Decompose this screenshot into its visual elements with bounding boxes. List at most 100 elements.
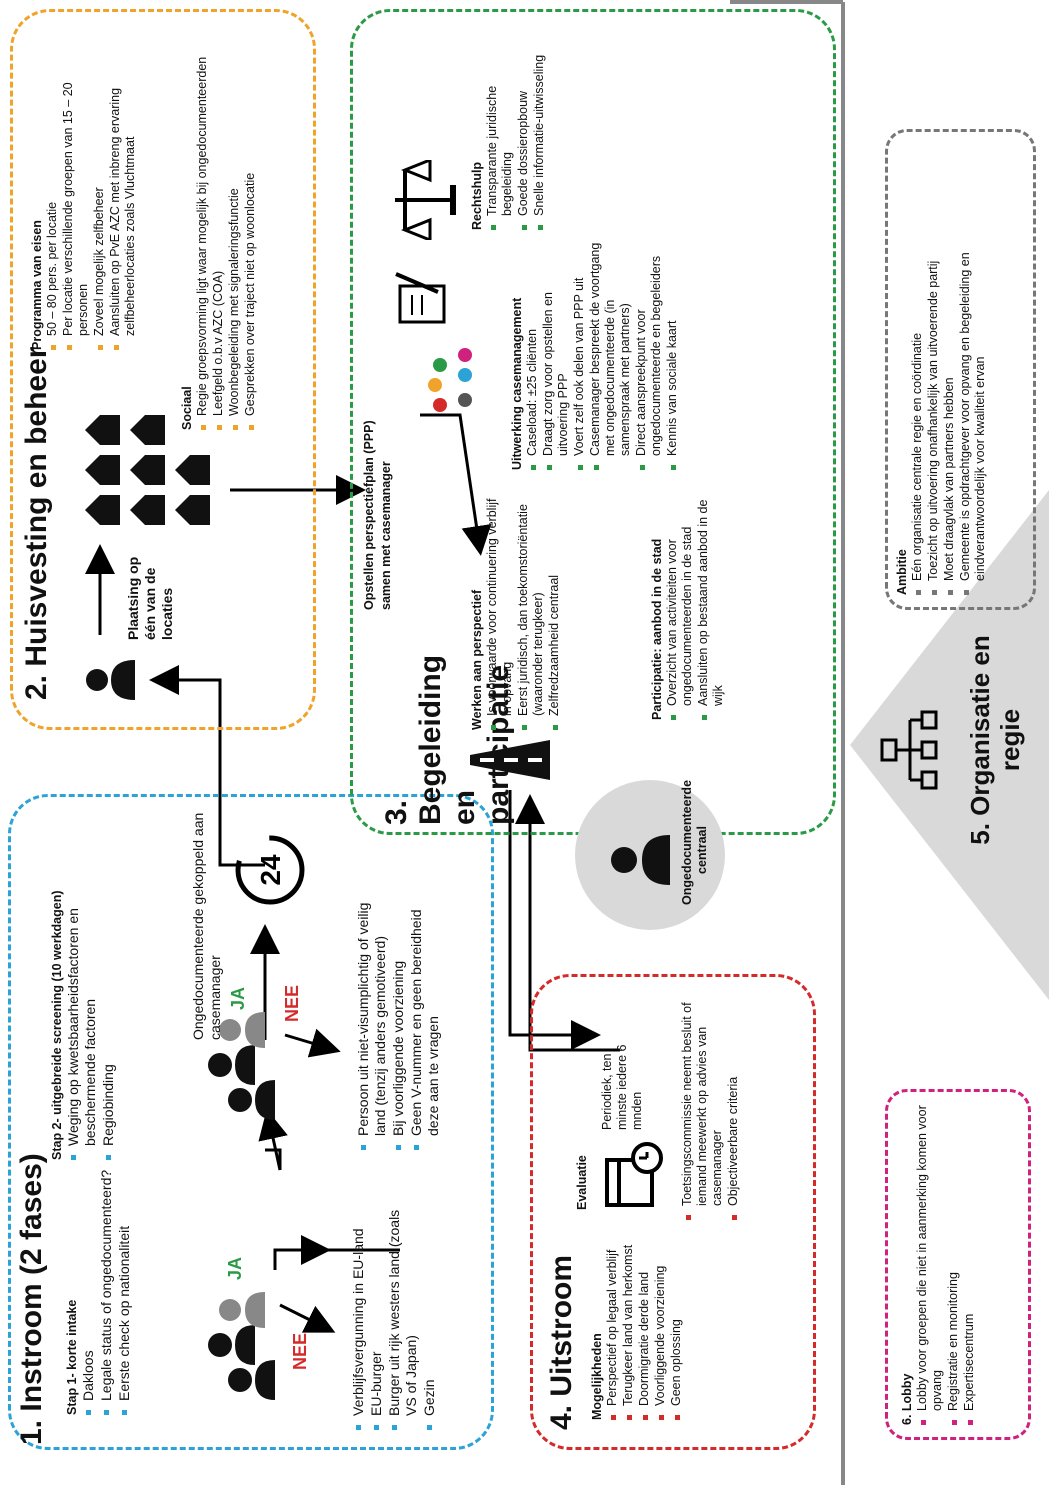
list-item: Gesprekken over traject niet op woonloca… [243,30,258,430]
person-icon [86,660,135,700]
amb-title: Ambitie [895,549,909,595]
list-item: Transparante juridische begeleiding [485,30,515,230]
list-item: Woonbegeleiding met signaleringsfunctie [227,30,242,430]
list-item: Moet draagvlak van partners hebben [942,145,957,595]
list-item: Casemanager bespreekt de voortgang met o… [588,240,633,470]
nee2-list: Persoon uit niet-visumplichtig of veilig… [355,890,442,1150]
list-item: Snelle informatie-uitwisseling [532,30,547,230]
calendar-clock-icon [605,1142,663,1207]
placement-text: Plaatsing op één van de locaties [125,556,175,640]
particip-title: Participatie: aanbod in de stad [650,538,664,720]
list-item: Direct aanspreekpunt voor ongedocumentee… [634,240,664,470]
uitstroom-title: 4. Uitstroom [545,1254,578,1430]
svg-text:24: 24 [255,854,286,886]
list-item: Doormigratie derde land [637,1220,652,1420]
scales-icon [395,160,456,240]
list-item: Registratie en monitoring [946,1105,961,1425]
step1-title: Stap 1- korte intake [65,1299,79,1415]
list-item: Geen V-nummer en geen bereidheid deze aa… [408,890,442,1150]
list-item: Leefgeld o.b.v AZC (COA) [211,30,226,430]
list-item: Voorliggende voorziening [653,1220,668,1420]
list-item: Zoveel mogelijk zelfbeheer [92,30,107,350]
ja-label-1: JA [225,1256,245,1280]
list-item: 50 – 80 pers. per locatie [45,30,60,350]
list-item: Is voorwaarde voor continuering verblijf… [485,490,515,730]
list-item: Per locatie verschillende groepen van 15… [61,30,91,350]
list-item: Objectiveerbare criteria [726,1000,741,1220]
person-icon [611,835,670,885]
organisatie-title: 5. Organisatie en regie [965,635,1025,845]
ppp-title: Opstellen perspectiefplan (PPP) samen me… [362,420,393,610]
step2-title: Stap 2- uitgebreide screening (10 werkda… [50,890,64,1160]
list-item: Legale status of ongedocumenteerd? [98,1115,115,1415]
legal-title: Rechtshulp [470,161,484,230]
list-item: Burger uit rijk westers land (zoals VS o… [386,1190,420,1430]
outer-frame-line [730,0,845,1485]
lobby-list: Lobby voor groepen die niet in aanmerkin… [915,1105,977,1425]
list-item: Gemeente is opdrachtgever voor opvang en… [958,145,988,595]
list-item: Regie groepsvorming ligt waar mogelijk b… [195,30,210,430]
central-label: Ongedocumenteerde centraal [680,779,709,905]
list-item: Expertisecentrum [962,1105,977,1425]
eval-title: Evaluatie [575,1155,589,1210]
organisatie-triangle [850,490,1049,1000]
list-item: Toetsingscommissie neemt besluit of iema… [680,1000,725,1220]
huisvesting-title: 2. Huisvesting en beheer [20,346,53,700]
list-item: Goede dossieropbouw [516,30,531,230]
road-icon [470,740,550,780]
social-list: Regie groepsvorming ligt waar mogelijk b… [195,30,258,430]
ja-label-2: JA [228,986,248,1010]
amb-list: Eén organisatie centrale regie en coördi… [910,145,988,595]
instroom-title: 1. Instroom (2 fases) [15,1153,48,1445]
list-item: Gezin [421,1190,438,1430]
document-pen-icon [395,272,446,324]
nee-label-2: NEE [282,984,302,1022]
options-list: Perspectief op legaal verblijf Terugkeer… [605,1220,684,1420]
particip-list: Overzicht van activiteiten voor ongedocu… [665,490,726,720]
clock-24-icon: 24 [235,835,305,905]
list-item: Draagt zorg voor opstellen en uitvoering… [541,240,571,470]
step2-list: Weging op kwetsbaarheidsfactoren en besc… [65,820,117,1160]
nee1-list: Verblijfsvergunning in EU-land EU-burger… [350,1190,438,1430]
person-group-icon [208,1012,275,1120]
list-item: Caseload: ±25 cliënten [525,240,540,470]
nee-label-1: NEE [290,1332,310,1370]
list-item: Perspectief op legaal verblijf [605,1220,620,1420]
list-item: Eerst juridisch, dan toekomstoriëntatie … [516,490,546,730]
list-item: Aansluiten op bestaand aanbod in de wijk [696,490,726,720]
list-item: EU-burger [368,1190,385,1430]
linked-text: Ongedocumenteerde gekoppeld aan casemana… [190,812,223,1040]
person-group-icon [208,1292,275,1400]
list-item: Kennis van sociale kaart [665,240,680,470]
list-item: Dakloos [80,1115,97,1415]
list-item: Verblijfsvergunning in EU-land [350,1190,367,1430]
list-item: Voert zelf ook delen van PPP uit [572,240,587,470]
org-chart-icon [880,710,938,790]
houses-icon [85,415,210,525]
options-title: Mogelijkheden [590,1333,604,1420]
list-item: Aansluiten op PvE AZC met inbreng ervari… [108,30,138,350]
list-item: Zelfredzaamheid centraal [547,490,562,730]
case-title: Uitwerking casemanagement [510,297,524,470]
list-item: Eerste check op nationaliteit [116,1115,133,1415]
legal-list: Transparante juridische begeleiding Goed… [485,30,547,230]
list-item: Lobby voor groepen die niet in aanmerkin… [915,1105,945,1425]
list-item: Terugkeer land van herkomst [621,1220,636,1420]
social-title: Sociaal [180,386,194,430]
list-item: Toezicht op uitvoering onafhankelijk van… [926,145,941,595]
list-item: Regiobinding [100,820,117,1160]
req-list: 50 – 80 pers. per locatie Per locatie ve… [45,30,138,350]
case-list: Caseload: ±25 cliënten Draagt zorg voor … [525,240,680,470]
list-item: Weging op kwetsbaarheidsfactoren en besc… [65,820,99,1160]
list-item: Persoon uit niet-visumplichtig of veilig… [355,890,389,1150]
periodic-text: Periodiek, ten minste iedere 6 mnden [600,1044,644,1130]
persp-title: Werken aan perspectief [470,589,484,730]
eval-list: Toetsingscommissie neemt besluit of iema… [680,1000,741,1220]
persp-list: Is voorwaarde voor continuering verblijf… [485,490,562,730]
list-item: Eén organisatie centrale regie en coördi… [910,145,925,595]
list-item: Overzicht van activiteiten voor ongedocu… [665,490,695,720]
list-item: Bij voorliggende voorziening [390,890,407,1150]
